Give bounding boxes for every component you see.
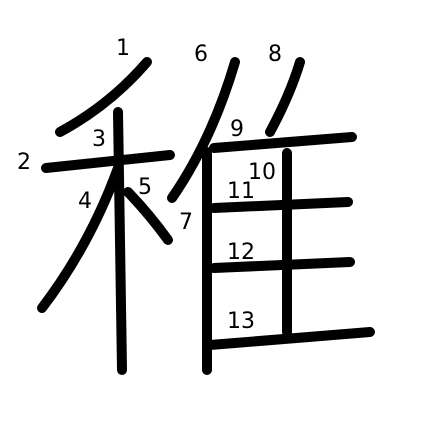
stroke-number-12: 12: [227, 240, 255, 265]
stroke-number-labels: 1 2 3 4 5 6 7 8 9 10 11 12 13: [17, 36, 282, 334]
stroke-4: [37, 163, 123, 313]
stroke-number-6: 6: [194, 42, 208, 67]
stroke-9: [209, 132, 357, 153]
stroke-1: [55, 57, 152, 137]
stroke-13: [205, 327, 375, 350]
stroke-12: [209, 257, 355, 273]
stroke-number-10: 10: [248, 160, 276, 185]
stroke-number-5: 5: [138, 175, 152, 200]
stroke-number-7: 7: [179, 210, 193, 235]
stroke-number-2: 2: [17, 150, 31, 175]
stroke-6: [167, 57, 240, 203]
stroke-number-1: 1: [116, 36, 130, 61]
stroke-8: [265, 57, 305, 137]
stroke-5: [123, 187, 173, 245]
stroke-2: [41, 150, 175, 173]
stroke-3: [113, 107, 127, 375]
stroke-number-3: 3: [92, 127, 106, 152]
stroke-number-4: 4: [78, 189, 92, 214]
stroke-number-9: 9: [230, 117, 244, 142]
stroke-number-11: 11: [227, 179, 255, 204]
stroke-11: [209, 197, 353, 213]
stroke-number-13: 13: [227, 309, 255, 334]
stroke-number-8: 8: [268, 42, 282, 67]
strokes: [37, 57, 375, 375]
